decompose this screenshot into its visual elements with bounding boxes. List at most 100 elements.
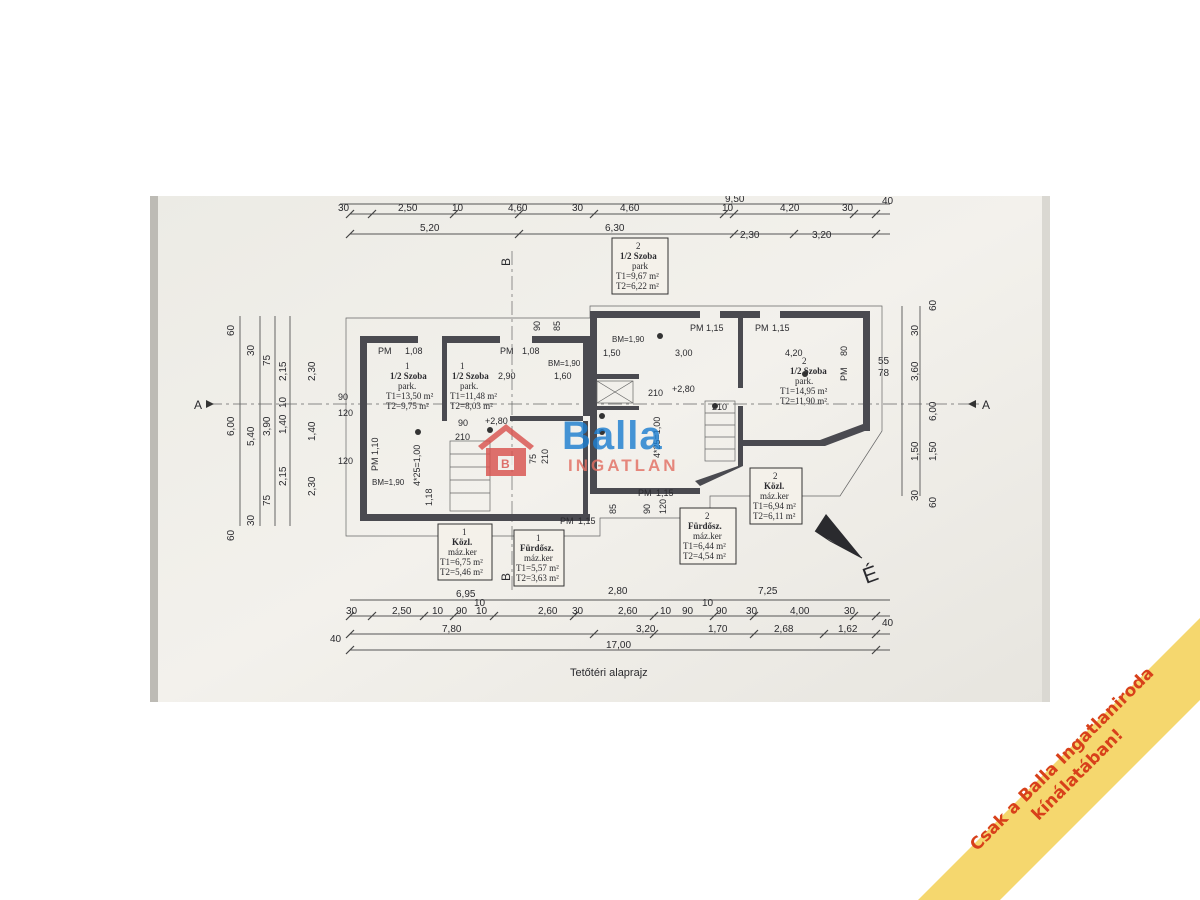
svg-text:BM=1,90: BM=1,90 <box>372 478 405 487</box>
svg-text:10: 10 <box>660 606 672 617</box>
svg-text:1: 1 <box>536 533 541 543</box>
svg-text:máz.ker: máz.ker <box>693 531 722 541</box>
room-1-left: 1 1/2 Szoba park. T1=13,50 m² T2=9,75 m² <box>386 361 434 411</box>
svg-text:T1=6,44 m²: T1=6,44 m² <box>683 541 726 551</box>
svg-text:T2=9,75 m²: T2=9,75 m² <box>386 401 429 411</box>
room-1-kozl-box: 1 Közl. máz.ker T1=6,75 m² T2=5,46 m² <box>437 523 493 581</box>
svg-text:1,08: 1,08 <box>522 346 540 356</box>
svg-text:10: 10 <box>476 606 488 617</box>
dim-label: 10 <box>452 203 464 214</box>
svg-text:1,08: 1,08 <box>405 346 423 356</box>
dim-label: 60 <box>928 299 939 311</box>
svg-text:B: B <box>501 457 510 471</box>
svg-text:80: 80 <box>839 346 849 356</box>
dim-label: 6,00 <box>226 416 237 436</box>
dim-label: 3,90 <box>262 416 273 436</box>
room-1-furdo-box: 1 Fürdősz. máz.ker T1=5,57 m² T2=3,63 m² <box>513 529 565 587</box>
svg-text:park.: park. <box>795 376 813 386</box>
left-dimension-texts: 6,00 5,40 3,90 2,30 30 75 2,15 10 1,40 1… <box>226 324 318 541</box>
svg-text:90: 90 <box>532 321 542 331</box>
svg-text:6,95: 6,95 <box>456 589 476 600</box>
dim-label: 1,50 <box>910 441 921 461</box>
svg-text:PM: PM <box>378 346 392 356</box>
section-mark-a-left: A <box>194 398 202 412</box>
svg-text:30: 30 <box>346 606 358 617</box>
svg-text:10: 10 <box>702 598 714 609</box>
svg-text:40: 40 <box>882 618 894 629</box>
svg-text:PM: PM <box>560 516 574 526</box>
dim-label: 60 <box>928 496 939 508</box>
dim-label: 5,20 <box>420 223 440 234</box>
svg-text:10: 10 <box>432 606 444 617</box>
floor-plan-photo: 9,50 30 2,50 10 4,60 30 4,60 10 4,20 30 … <box>150 196 1050 702</box>
svg-text:1: 1 <box>460 361 465 371</box>
dim-label: 10 <box>278 396 289 408</box>
svg-text:7,80: 7,80 <box>442 624 462 635</box>
svg-text:2,50: 2,50 <box>392 606 412 617</box>
svg-text:1/2 Szoba: 1/2 Szoba <box>790 366 827 376</box>
svg-text:30: 30 <box>844 606 856 617</box>
dim-label: 30 <box>910 489 921 501</box>
svg-text:T2=5,46 m²: T2=5,46 m² <box>440 567 483 577</box>
dim-label: 2,30 <box>307 476 318 496</box>
dim-label: 60 <box>226 324 237 336</box>
dim-label: 30 <box>246 344 257 356</box>
svg-text:1/2 Szoba: 1/2 Szoba <box>620 251 657 261</box>
svg-text:120: 120 <box>338 408 353 418</box>
svg-text:Közl.: Közl. <box>764 481 784 491</box>
stairs <box>449 380 736 512</box>
dim-label: 30 <box>572 203 584 214</box>
svg-text:PM: PM <box>638 488 652 498</box>
svg-text:2,60: 2,60 <box>538 606 558 617</box>
dim-top-total: 9,50 <box>725 196 745 205</box>
svg-text:2,68: 2,68 <box>774 624 794 635</box>
svg-text:4*25=1,00: 4*25=1,00 <box>652 417 662 458</box>
top-dimension-texts: 9,50 30 2,50 10 4,60 30 4,60 10 4,20 30 … <box>338 196 894 241</box>
svg-text:2,60: 2,60 <box>618 606 638 617</box>
svg-text:90: 90 <box>682 606 694 617</box>
svg-text:+2,80: +2,80 <box>672 384 695 394</box>
dim-label: 5,40 <box>246 426 257 446</box>
svg-text:17,00: 17,00 <box>606 640 631 651</box>
svg-text:1,15: 1,15 <box>578 516 596 526</box>
svg-text:Fürdősz.: Fürdősz. <box>520 543 554 553</box>
svg-text:1/2 Szoba: 1/2 Szoba <box>452 371 489 381</box>
svg-text:máz.ker: máz.ker <box>524 553 553 563</box>
dim-label: 60 <box>226 529 237 541</box>
section-mark-a-right: A <box>982 398 990 412</box>
svg-text:T2=6,22 m²: T2=6,22 m² <box>616 281 659 291</box>
svg-text:85: 85 <box>552 321 562 331</box>
svg-text:máz.ker: máz.ker <box>760 491 789 501</box>
svg-text:Fürdősz.: Fürdősz. <box>688 521 722 531</box>
dim-label: 2,15 <box>278 466 289 486</box>
svg-text:1: 1 <box>405 361 410 371</box>
dim-label: 3,60 <box>910 361 921 381</box>
svg-text:1,18: 1,18 <box>424 488 434 506</box>
svg-text:4,00: 4,00 <box>790 606 810 617</box>
svg-text:7,25: 7,25 <box>758 586 778 597</box>
svg-text:T2=8,03 m²: T2=8,03 m² <box>450 401 493 411</box>
dim-label: 1,40 <box>307 421 318 441</box>
svg-text:1: 1 <box>462 527 467 537</box>
balla-watermark: B Balla INGATLAN <box>476 414 736 482</box>
svg-text:máz.ker: máz.ker <box>448 547 477 557</box>
svg-text:T1=6,75 m²: T1=6,75 m² <box>440 557 483 567</box>
svg-text:T2=3,63 m²: T2=3,63 m² <box>516 573 559 583</box>
svg-text:120: 120 <box>658 499 668 514</box>
svg-text:90: 90 <box>338 392 348 402</box>
svg-text:1,62: 1,62 <box>838 624 858 635</box>
svg-text:120: 120 <box>338 456 353 466</box>
svg-text:T1=5,57 m²: T1=5,57 m² <box>516 563 559 573</box>
room-2-right: 2 1/2 Szoba park. T1=14,95 m² T2=11,90 m… <box>780 356 828 406</box>
svg-text:2: 2 <box>705 511 710 521</box>
svg-text:T2=6,11 m²: T2=6,11 m² <box>753 511 796 521</box>
svg-text:2: 2 <box>773 471 778 481</box>
dim-label: 30 <box>910 324 921 336</box>
section-mark-b-bottom: B <box>499 573 513 581</box>
dim-label: 30 <box>842 203 854 214</box>
svg-text:90: 90 <box>642 504 652 514</box>
svg-text:BM=1,90: BM=1,90 <box>612 335 645 344</box>
dim-label: 40 <box>882 196 894 207</box>
svg-text:2: 2 <box>636 241 641 251</box>
svg-text:T1=9,67 m²: T1=9,67 m² <box>616 271 659 281</box>
